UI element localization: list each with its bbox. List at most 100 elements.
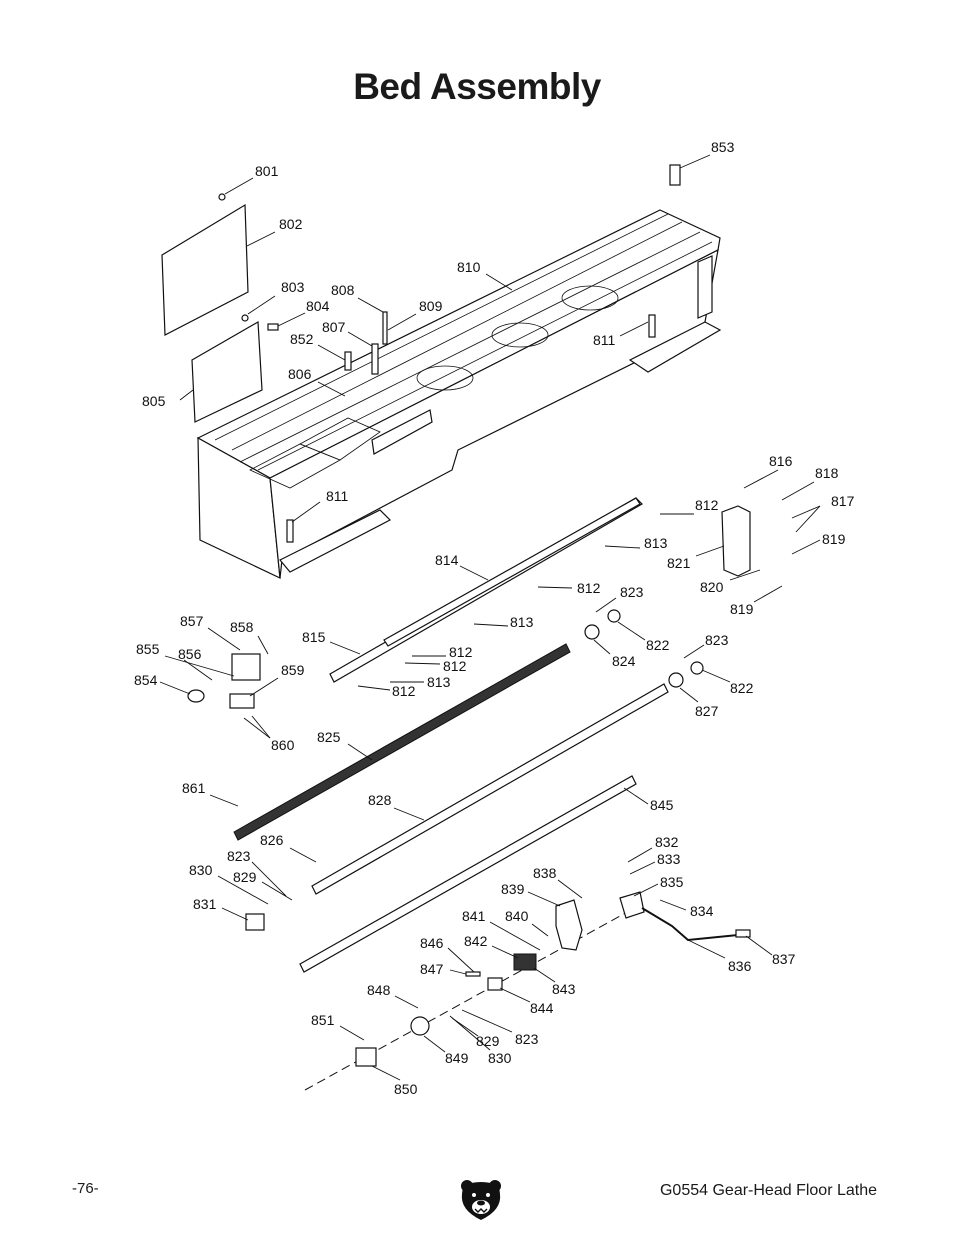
callout-821: 821	[667, 555, 691, 571]
callout-839: 839	[501, 881, 525, 897]
callout-817: 817	[831, 493, 855, 509]
callout-812-b: 812	[577, 580, 601, 596]
callout-847: 847	[420, 961, 444, 977]
shafts	[233, 497, 669, 1091]
callout-806: 806	[288, 366, 312, 382]
callout-801: 801	[255, 163, 279, 179]
callout-811-upper: 811	[593, 332, 616, 348]
cover-805	[191, 320, 263, 423]
callout-836: 836	[728, 958, 752, 974]
callout-813-a: 813	[644, 535, 668, 551]
ring-824	[584, 624, 600, 640]
callout-838: 838	[533, 865, 557, 881]
callout-823-a: 823	[620, 584, 644, 600]
callout-819-b: 819	[730, 601, 754, 617]
page-title: Bed Assembly	[353, 66, 601, 107]
callout-853: 853	[711, 139, 735, 155]
callout-812-c: 812	[449, 644, 473, 660]
bracket-857	[231, 653, 261, 681]
callout-859: 859	[281, 662, 305, 678]
callout-805: 805	[142, 393, 166, 409]
block-835	[619, 891, 645, 919]
callout-802: 802	[279, 216, 303, 232]
bracket-821	[721, 505, 751, 577]
callout-826: 826	[260, 832, 284, 848]
callout-832: 832	[655, 834, 679, 850]
callout-829-a: 829	[233, 869, 257, 885]
callout-823-b: 823	[705, 632, 729, 648]
callout-815: 815	[302, 629, 326, 645]
callout-830-a: 830	[189, 862, 213, 878]
callout-855: 855	[136, 641, 160, 657]
callout-816: 816	[769, 453, 793, 469]
callout-851: 851	[311, 1012, 335, 1028]
callout-labels: 801 802 803 804 805 806 807 808 809 810 …	[134, 139, 855, 1097]
ring-822a	[607, 609, 621, 623]
callout-812-d: 812	[443, 658, 467, 674]
lathe-bed	[196, 209, 722, 579]
pin-847	[465, 971, 481, 977]
callout-831: 831	[193, 896, 217, 912]
spring-843	[513, 953, 537, 971]
callout-860: 860	[271, 737, 295, 753]
callout-843: 843	[552, 981, 576, 997]
collar-831	[245, 913, 265, 931]
callout-812-a: 812	[695, 497, 719, 513]
callout-804: 804	[306, 298, 330, 314]
callout-844: 844	[530, 1000, 554, 1016]
callout-822-a: 822	[646, 637, 670, 653]
callout-823-d: 823	[515, 1031, 539, 1047]
callout-861: 861	[182, 780, 206, 796]
callout-854: 854	[134, 672, 158, 688]
callout-846: 846	[420, 935, 444, 951]
bear-head-logo-icon	[461, 1180, 501, 1220]
ring-822b	[690, 661, 704, 675]
callout-852: 852	[290, 331, 314, 347]
leader-lines	[159, 154, 821, 1081]
callout-835: 835	[660, 874, 684, 890]
callout-848: 848	[367, 982, 391, 998]
callout-840: 840	[505, 908, 529, 924]
callout-824: 824	[612, 653, 636, 669]
handle-836	[641, 907, 739, 942]
callout-837: 837	[772, 951, 796, 967]
callout-814: 814	[435, 552, 459, 568]
callout-834: 834	[690, 903, 714, 919]
callout-803: 803	[281, 279, 305, 295]
callout-849: 849	[445, 1050, 469, 1066]
callout-811-lower: 811	[326, 488, 349, 504]
callout-809: 809	[419, 298, 443, 314]
callout-833: 833	[657, 851, 681, 867]
callout-822-b: 822	[730, 680, 754, 696]
block-850	[355, 1047, 377, 1067]
ring-827	[668, 672, 684, 688]
bed-hardware	[218, 164, 681, 543]
callout-841: 841	[462, 908, 486, 924]
callout-845: 845	[650, 797, 674, 813]
callout-813-c: 813	[427, 674, 451, 690]
callout-828: 828	[368, 792, 392, 808]
callout-857: 857	[180, 613, 204, 629]
callout-827: 827	[695, 703, 719, 719]
callout-819-a: 819	[822, 531, 846, 547]
callout-812-e: 812	[392, 683, 416, 699]
callout-813-b: 813	[510, 614, 534, 630]
sleeve-844	[487, 977, 503, 991]
plate-859	[229, 693, 255, 709]
callout-810: 810	[457, 259, 481, 275]
callout-825: 825	[317, 729, 341, 745]
page-number: -76-	[72, 1180, 99, 1197]
callout-858: 858	[230, 619, 254, 635]
callout-808: 808	[331, 282, 355, 298]
collar-849	[410, 1016, 430, 1036]
callout-829-b: 829	[476, 1033, 500, 1049]
bushing-854	[187, 689, 205, 703]
callout-830-b: 830	[488, 1050, 512, 1066]
lever-bracket-839	[555, 899, 583, 951]
callout-820: 820	[700, 579, 724, 595]
callout-807: 807	[322, 319, 346, 335]
callout-850: 850	[394, 1081, 418, 1097]
product-name: G0554 Gear-Head Floor Lathe	[659, 1182, 877, 1199]
callout-823-c: 823	[227, 848, 251, 864]
